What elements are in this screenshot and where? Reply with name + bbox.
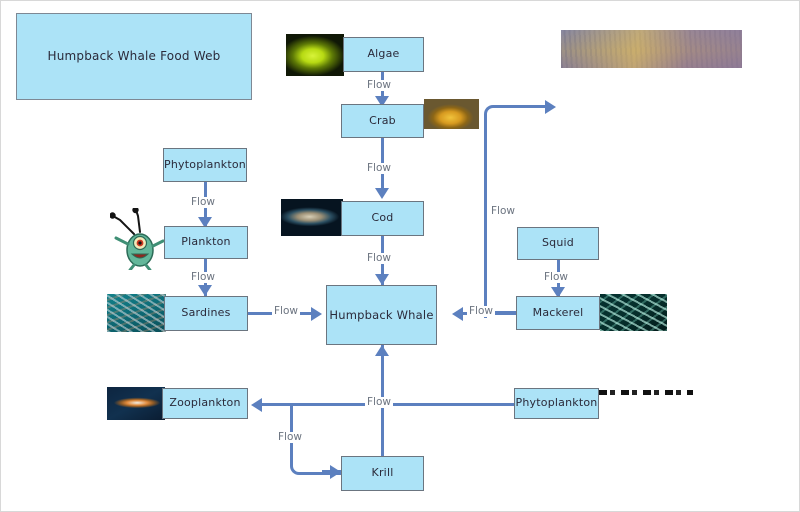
edge-krill-whale-arrowhead: [375, 345, 389, 356]
edge-mackerel-upper-right-elbow: [484, 105, 547, 318]
landscape-strip-image: [561, 30, 742, 68]
edge-label-phyto-plankton: Flow: [189, 196, 217, 208]
edge-phyto-plankton-arrowhead: [198, 217, 212, 228]
algae-image: [286, 34, 344, 76]
node-humpback-whale[interactable]: Humpback Whale: [326, 285, 437, 345]
plankton-cartoon-image: [110, 208, 165, 270]
edge-label-algae-crab: Flow: [365, 79, 393, 91]
zooplankton-image: [107, 387, 165, 420]
title-box: Humpback Whale Food Web: [16, 13, 252, 100]
edge-sardines-whale-arrowhead: [311, 307, 322, 321]
node-zooplankton[interactable]: Zooplankton: [162, 388, 248, 419]
phytoplankton-strip-image: [599, 390, 693, 395]
node-krill[interactable]: Krill: [341, 456, 424, 491]
edge-label-mackerel-upper-right: Flow: [489, 205, 517, 217]
edge-label-mackerel-whale: Flow: [467, 305, 495, 317]
node-phytoplankton-bottom[interactable]: Phytoplankton: [514, 388, 599, 419]
node-algae[interactable]: Algae: [343, 37, 424, 72]
edge-mackerel-upper-right-foot: [484, 311, 524, 314]
node-sardines[interactable]: Sardines: [164, 296, 248, 331]
edge-label-squid-mackerel: Flow: [542, 271, 570, 283]
crab-image: [424, 99, 479, 129]
edge-plankton-sardines-arrowhead: [198, 285, 212, 296]
sardines-school-image: [107, 294, 166, 332]
edge-label-crab-cod: Flow: [365, 162, 393, 174]
edge-label-plankton-sardines: Flow: [189, 271, 217, 283]
node-mackerel[interactable]: Mackerel: [516, 296, 600, 330]
edge-mackerel-upper-right-arrowhead: [545, 100, 556, 114]
edge-label-krill-whale: Flow: [365, 396, 393, 408]
node-phytoplankton-left[interactable]: Phytoplankton: [163, 148, 247, 182]
edge-phytobottom-zooplankton-arrowhead: [251, 398, 262, 412]
edge-krill-zooplankton-arrowhead: [330, 465, 341, 479]
mackerel-school-image: [600, 294, 667, 331]
node-squid[interactable]: Squid: [517, 227, 599, 260]
edge-crab-cod-arrowhead: [375, 188, 389, 199]
edge-label-sardines-whale: Flow: [272, 305, 300, 317]
edge-mackerel-whale-arrowhead: [452, 307, 463, 321]
cod-image: [281, 199, 343, 236]
node-crab[interactable]: Crab: [341, 104, 424, 138]
edge-algae-crab-arrowhead: [375, 96, 389, 107]
node-plankton[interactable]: Plankton: [164, 226, 248, 259]
edge-label-cod-whale: Flow: [365, 252, 393, 264]
node-cod[interactable]: Cod: [341, 201, 424, 236]
edge-squid-mackerel-arrowhead: [551, 287, 565, 298]
edge-cod-whale-arrowhead: [375, 274, 389, 285]
edge-label-krill-zooplankton: Flow: [276, 431, 304, 443]
